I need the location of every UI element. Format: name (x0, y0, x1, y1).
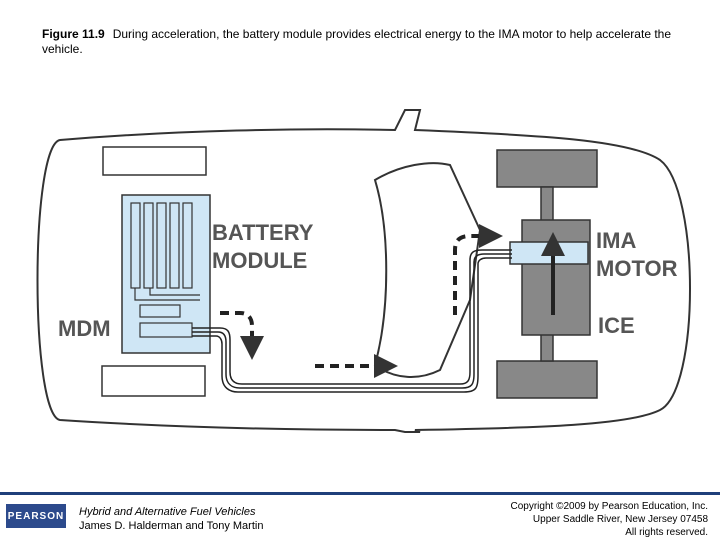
copyright-line-1: Copyright ©2009 by Pearson Education, In… (510, 501, 709, 512)
power-cables (192, 249, 512, 393)
mdm-label: MDM (58, 316, 111, 341)
book-title: Hybrid and Alternative Fuel Vehicles (79, 506, 256, 518)
energy-flow-arrows (220, 224, 503, 378)
pearson-logo: PEARSON (6, 504, 66, 528)
mdm-box (139, 322, 193, 338)
rear-window-top (102, 146, 207, 176)
ima-motor (509, 241, 589, 265)
copyright-line-3: All rights reserved. (625, 527, 708, 538)
rear-window-bottom (101, 365, 206, 397)
caption-text: During acceleration, the battery module … (42, 27, 672, 56)
windshield (373, 162, 482, 378)
copyright-line-2: Upper Saddle River, New Jersey 07458 (532, 514, 708, 525)
battery-label-line2: MODULE (212, 248, 307, 273)
battery-box (139, 304, 181, 318)
figure-label: Figure 11.9 (42, 27, 105, 41)
ice-label: ICE (598, 313, 635, 338)
ima-label-line1: IMA (596, 228, 636, 253)
battery-label-line1: BATTERY (212, 220, 314, 245)
footer-rule (0, 492, 720, 495)
battery-cells (130, 202, 200, 301)
hybrid-diagram: BATTERY MODULE MDM IMA MOTOR ICE (36, 109, 691, 433)
book-credit: Hybrid and Alternative Fuel Vehicles Jam… (79, 505, 263, 533)
front-axle-assembly (496, 149, 598, 399)
ima-label-line2: MOTOR (596, 256, 678, 281)
copyright-notice: Copyright ©2009 by Pearson Education, In… (511, 500, 709, 539)
book-authors: James D. Halderman and Tony Martin (79, 520, 264, 532)
